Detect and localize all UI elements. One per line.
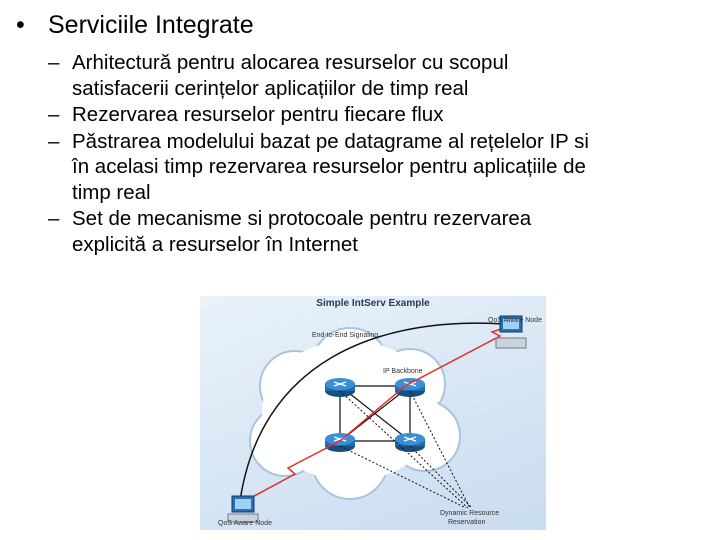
title-bullet: •: [16, 11, 25, 39]
node-top-label: QoS Aware Node: [488, 317, 542, 324]
bullet-item: – Păstrarea modelului bazat pe datagrame…: [48, 129, 708, 206]
signaling-label: End-to-End Signaling: [312, 332, 379, 339]
computer-icon: [227, 495, 259, 523]
diagram-title: Simple IntServ Example: [316, 298, 430, 309]
bullet-line: timp real: [72, 180, 151, 204]
bullet-item: – Rezervarea resurselor pentru fiecare f…: [48, 102, 708, 128]
dash-marker: –: [48, 129, 60, 153]
title-text: Serviciile Integrate: [48, 11, 254, 39]
router-icon: [325, 433, 355, 452]
bullet-list: – Arhitectură pentru alocarea resurselor…: [48, 50, 708, 258]
intserv-diagram: Simple IntServ Example End-to-End Signal…: [200, 296, 546, 530]
bullet-line: Set de mecanisme si protocoale pentru re…: [72, 207, 532, 230]
dash-marker: –: [48, 51, 60, 74]
dash-marker: –: [48, 207, 60, 230]
backbone-label: IP Backbone: [383, 368, 423, 375]
bullet-item: – Set de mecanisme si protocoale pentru …: [48, 206, 708, 257]
bullet-line: satisfacerii cerințelor aplicațiilor de …: [72, 76, 469, 100]
router-icon: [395, 433, 425, 452]
bullet-line: Păstrarea modelului bazat pe datagrame a…: [72, 129, 589, 153]
bullet-line: în acelasi timp rezervarea resurselor pe…: [72, 155, 586, 178]
router-icon: [395, 378, 425, 397]
slide-title: • Serviciile Integrate: [16, 10, 254, 40]
signaling-arc: [239, 322, 506, 502]
computer-icon: [495, 315, 527, 349]
bullet-line: Rezervarea resurselor pentru fiecare flu…: [72, 103, 444, 126]
bullet-line: explicită a resurselor în Internet: [72, 232, 358, 256]
network-graphic: [227, 315, 527, 523]
dash-marker: –: [48, 103, 60, 126]
reservation-label: Reservation: [448, 519, 486, 526]
signal-path: [244, 325, 511, 502]
bullet-item: – Arhitectură pentru alocarea resurselor…: [48, 50, 708, 101]
bullet-line: Arhitectură pentru alocarea resurselor c…: [72, 51, 509, 74]
router-icon: [325, 378, 355, 397]
reservation-lines: [339, 390, 473, 509]
node-bottom-label: QoS Aware Node: [218, 520, 272, 527]
reservation-label: Dynamic Resource: [440, 510, 500, 517]
